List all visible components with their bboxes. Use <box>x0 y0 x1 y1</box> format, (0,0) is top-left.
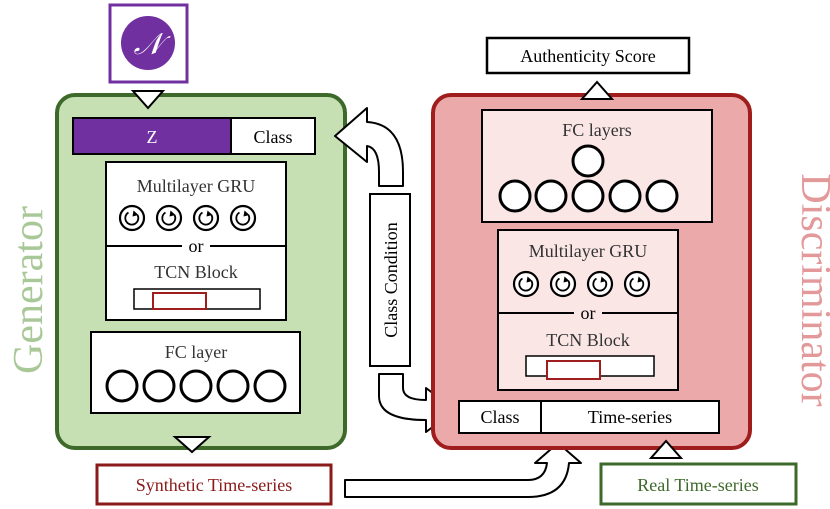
noise-box: 𝒩 <box>108 3 189 84</box>
generator-gru-tcn-block: Multilayer GRU or TCN Block <box>105 161 287 321</box>
noise-down-arrow-icon <box>130 90 166 110</box>
generator-title: Generator <box>6 206 52 374</box>
discriminator-input-bar: Class Time-series <box>458 400 720 434</box>
generator-fc-neurons <box>105 369 287 403</box>
discriminator-class-label: Class <box>480 407 519 427</box>
generator-tcn-label: TCN Block <box>154 262 238 282</box>
generator-output-arrow-icon <box>172 436 212 454</box>
generator-fc-label: FC layer <box>165 342 228 362</box>
z-label: Z <box>147 127 158 147</box>
real-timeseries-box: Real Time-series <box>599 462 798 506</box>
generator-class-label: Class <box>253 127 292 147</box>
generator-gru-label: Multilayer GRU <box>137 176 256 196</box>
class-condition-box: Class Condition <box>369 193 411 367</box>
discriminator-fc-block: FC layers <box>481 109 713 223</box>
authenticity-label: Authenticity Score <box>520 46 655 66</box>
class-condition-label: Class Condition <box>381 222 401 338</box>
synthetic-timeseries-box: Synthetic Time-series <box>95 463 333 506</box>
synthetic-label: Synthetic Time-series <box>136 475 293 495</box>
noise-icon <box>121 16 175 70</box>
discriminator-or-label: or <box>581 303 596 323</box>
synthetic-to-discriminator-arrow-icon <box>344 442 582 498</box>
generator-fc-block: FC layer <box>90 331 301 414</box>
discriminator-title: Discriminator <box>792 173 830 406</box>
discriminator-gru-tcn-block: Multilayer GRU or TCN Block <box>497 229 679 391</box>
discriminator-fc-neurons <box>498 144 679 213</box>
real-timeseries-up-arrow-icon <box>648 439 684 459</box>
discriminator-gru-label: Multilayer GRU <box>529 241 648 261</box>
discriminator-tcn-label: TCN Block <box>546 330 630 350</box>
authenticity-up-arrow-icon <box>579 80 615 100</box>
generator-or-label: or <box>189 236 204 256</box>
discriminator-timeseries-label: Time-series <box>588 407 672 427</box>
authenticity-score-box: Authenticity Score <box>485 36 691 75</box>
discriminator-fc-label: FC layers <box>562 120 632 140</box>
real-label: Real Time-series <box>637 475 759 495</box>
class-condition-up-arrow-icon <box>334 107 404 187</box>
z-input-bar: Z Class <box>72 117 316 155</box>
